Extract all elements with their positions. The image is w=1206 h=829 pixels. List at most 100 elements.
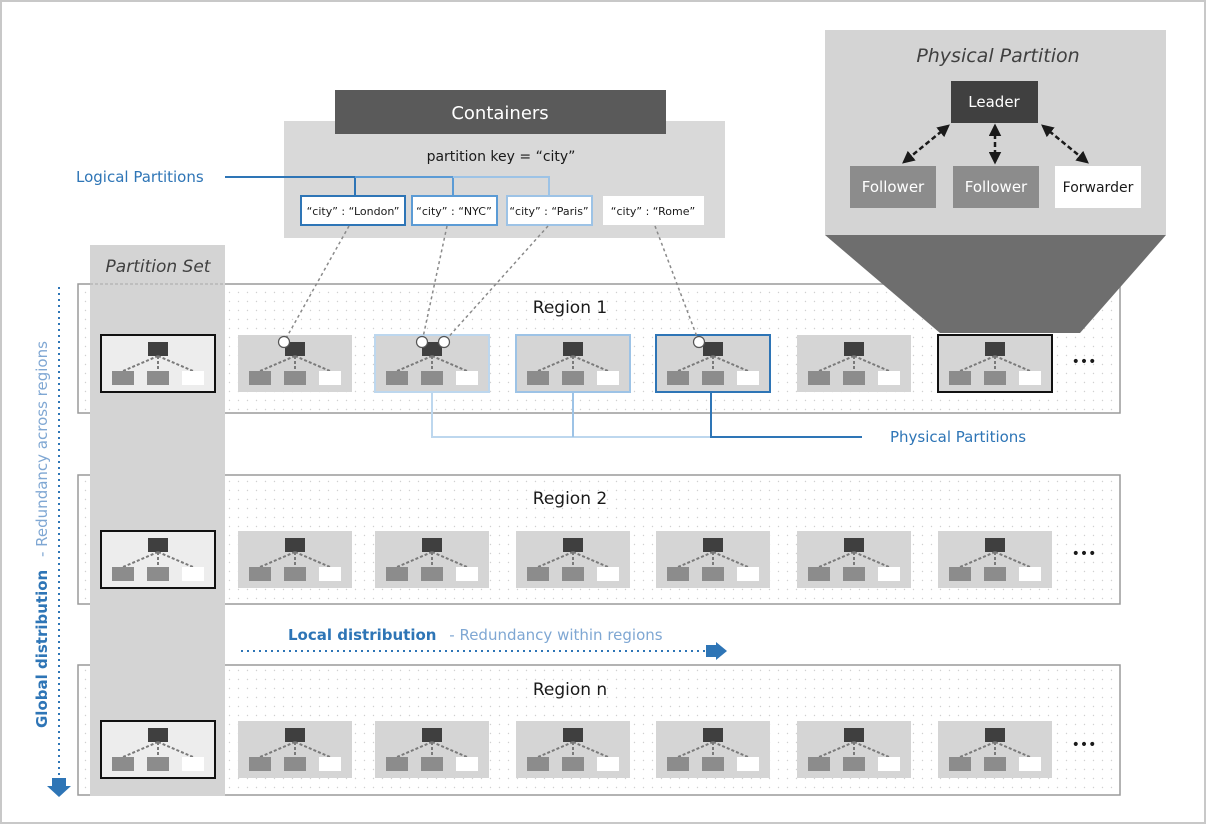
mini-follower — [808, 371, 830, 385]
mini-follower — [386, 567, 408, 581]
replication-arrows — [902, 123, 1089, 165]
mini-follower — [808, 757, 830, 771]
partition-set-column — [90, 245, 225, 796]
follower-node — [953, 166, 1039, 208]
mini-follower — [949, 371, 971, 385]
mini-follower — [808, 567, 830, 581]
logical-partition-nyc — [411, 195, 498, 226]
mini-leader — [148, 538, 168, 552]
mini-follower — [984, 567, 1006, 581]
mini-follower — [984, 757, 1006, 771]
mini-follower — [527, 567, 549, 581]
mini-follower — [386, 371, 408, 385]
mini-follower — [284, 371, 306, 385]
mini-forwarder — [319, 371, 341, 385]
mini-forwarder — [878, 371, 900, 385]
forwarder-node — [1055, 166, 1141, 208]
mini-follower — [112, 757, 134, 771]
mini-follower — [702, 567, 724, 581]
mini-follower — [249, 371, 271, 385]
partition-set-tile — [100, 334, 216, 393]
mini-follower — [843, 757, 865, 771]
mini-forwarder — [878, 757, 900, 771]
logical-partition-key: “city” : “Paris” — [509, 205, 588, 218]
more-ellipsis: ••• — [1072, 737, 1097, 753]
mini-follower — [249, 567, 271, 581]
replica-set-tile — [938, 721, 1052, 778]
replica-set-tile — [375, 721, 489, 778]
mini-leader — [985, 342, 1005, 356]
mini-follower — [984, 371, 1006, 385]
mini-forwarder — [1019, 567, 1041, 581]
replica-set-tile — [375, 531, 489, 588]
replica-set-tiles — [100, 334, 1053, 779]
mapping-endpoints — [277, 335, 706, 349]
mini-follower — [843, 371, 865, 385]
mini-follower — [562, 371, 584, 385]
mini-follower — [702, 757, 724, 771]
replica-set-tile — [797, 531, 911, 588]
logical-partition-london — [300, 195, 406, 226]
physical-partitions-label: Physical Partitions — [890, 428, 1026, 446]
global-redundancy-text: - Redundancy across regions — [33, 341, 51, 557]
mini-leader — [563, 728, 583, 742]
replica-set-tile — [656, 721, 770, 778]
mini-leader — [985, 728, 1005, 742]
replica-set-tile — [238, 335, 352, 392]
logical-partitions-label: Logical Partitions — [76, 168, 204, 186]
mini-forwarder — [1019, 757, 1041, 771]
mini-follower — [667, 371, 689, 385]
region-title: Region 1 — [533, 298, 607, 318]
replica-set-tile — [938, 531, 1052, 588]
mini-follower — [147, 757, 169, 771]
partition-key-label: partition key = “city” — [427, 149, 576, 165]
mini-follower — [147, 371, 169, 385]
replica-set-tile — [238, 721, 352, 778]
logical-partition-key: “city” : “NYC” — [416, 205, 492, 218]
follower-node — [850, 166, 936, 208]
mini-leader — [844, 728, 864, 742]
mini-leader — [844, 342, 864, 356]
leader-node — [951, 81, 1038, 123]
containers-title: Containers — [451, 103, 548, 124]
mini-follower — [702, 371, 724, 385]
replica-set-tile — [797, 335, 911, 392]
mini-follower — [562, 567, 584, 581]
mini-leader — [285, 538, 305, 552]
global-distribution-text: Global distribution — [33, 570, 51, 728]
mini-leader — [563, 342, 583, 356]
mini-forwarder — [319, 567, 341, 581]
logical-partition-key: “city” : “London” — [307, 205, 400, 218]
mini-forwarder — [456, 757, 478, 771]
mini-follower — [667, 757, 689, 771]
follower-label: Follower — [965, 178, 1028, 196]
mini-follower — [112, 371, 134, 385]
more-ellipsis: ••• — [1072, 546, 1097, 562]
mini-forwarder — [182, 371, 204, 385]
local-distribution-text: Local distribution — [288, 626, 436, 644]
mini-follower — [421, 371, 443, 385]
mini-follower — [527, 757, 549, 771]
mini-leader — [422, 538, 442, 552]
mini-forwarder — [597, 757, 619, 771]
partition-set-tile — [100, 720, 216, 779]
mini-follower — [249, 757, 271, 771]
mini-forwarder — [737, 371, 759, 385]
partition-set-label: Partition Set — [106, 257, 212, 277]
replica-set-tile — [656, 531, 770, 588]
replica-set-tile — [516, 721, 630, 778]
mini-follower — [284, 757, 306, 771]
mini-follower — [112, 567, 134, 581]
mini-forwarder — [597, 567, 619, 581]
partition-set-tile — [100, 530, 216, 589]
replica-set-tile — [655, 334, 771, 393]
mini-leader — [285, 728, 305, 742]
replica-set-tile — [797, 721, 911, 778]
mini-forwarder — [182, 757, 204, 771]
mini-forwarder — [597, 371, 619, 385]
mini-leader — [844, 538, 864, 552]
global-distribution-arrow — [47, 287, 71, 797]
logical-to-physical-mapping — [283, 225, 700, 343]
mini-follower — [421, 567, 443, 581]
